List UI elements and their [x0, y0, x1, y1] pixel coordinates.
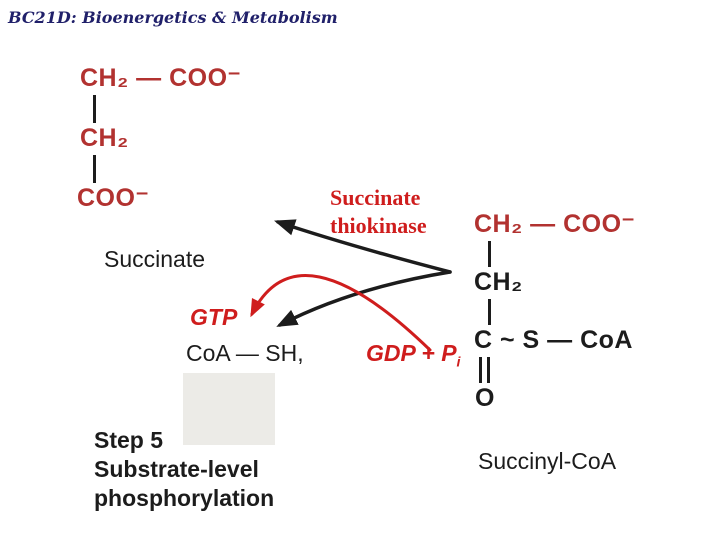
gdp-pi-base: GDP + P: [366, 340, 457, 366]
succinate-row2: CH₂: [80, 124, 129, 152]
gtp-label: GTP: [190, 304, 238, 330]
succinate-row3: COO⁻: [77, 184, 150, 212]
bond-line: [93, 95, 96, 123]
succinate-row1: CH₂ — COO⁻: [80, 64, 242, 92]
succinyl-coa-row2: CH₂: [474, 268, 523, 296]
step-desc-line1: Substrate-level: [94, 456, 259, 482]
enzyme-name-line2: thiokinase: [330, 213, 427, 238]
blank-placeholder-box: [183, 373, 275, 445]
gdp-to-gtp-arrow: [250, 274, 432, 352]
succinate-label: Succinate: [104, 246, 206, 272]
slide-title: BC21D: Bioenergetics & Metabolism: [8, 8, 338, 27]
double-bond-line: [479, 357, 482, 383]
bond-line: [93, 155, 96, 183]
succinyl-to-succinate-arrow: [274, 219, 452, 274]
double-bond-line: [487, 357, 490, 383]
succinyl-coa-row3: C ~ S — CoA: [474, 326, 633, 354]
succinyl-coa-row4: O: [475, 384, 495, 412]
bond-line: [488, 299, 491, 325]
step-caption: Step 5 Substrate-level phosphorylation: [94, 426, 274, 513]
gdp-pi-subscript-i: i: [456, 354, 461, 371]
coa-sh-label: CoA — SH,: [186, 340, 304, 366]
succinyl-coa-label: Succinyl-CoA: [478, 448, 617, 474]
step-desc-line2: phosphorylation: [94, 485, 275, 511]
step-title: Step 5: [94, 427, 164, 453]
succinyl-coa-row1: CH₂ — COO⁻: [474, 210, 636, 238]
gdp-pi-label: GDP + Pi: [366, 340, 461, 377]
enzyme-label: Succinate thiokinase: [330, 184, 427, 240]
enzyme-name-line1: Succinate: [330, 185, 421, 210]
bond-line: [488, 241, 491, 267]
